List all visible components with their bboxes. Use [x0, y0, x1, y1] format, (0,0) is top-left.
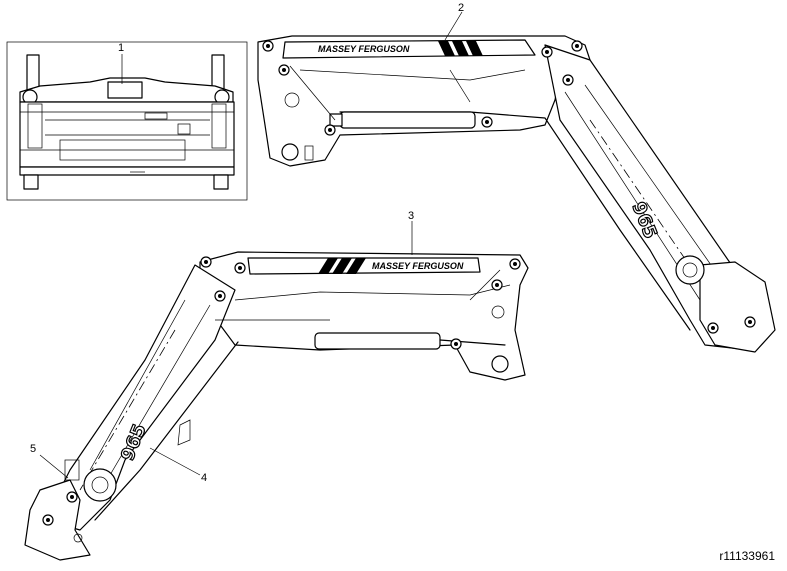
callout-number: 1: [118, 42, 124, 54]
brand-decal-lower: MASSEY FERGUSON: [372, 261, 464, 271]
loader-arm-left-view: [24, 251, 529, 561]
decal-position-5: [83, 468, 117, 502]
callout-5: 5: [30, 443, 69, 479]
callout-3: 3: [408, 210, 414, 255]
loader-arm-right-view: [257, 35, 776, 353]
callout-number: 3: [408, 210, 414, 222]
brand-decal-upper: MASSEY FERGUSON: [318, 44, 410, 54]
callout-number: 2: [458, 2, 464, 14]
front-view-frame: [6, 41, 248, 201]
callout-1: 1: [118, 42, 124, 84]
front-decal-plate: [107, 81, 143, 99]
callout-4: 4: [149, 447, 207, 484]
reference-code: r11133961: [719, 549, 775, 563]
callout-2: 2: [444, 2, 464, 41]
callout-number: 5: [30, 443, 36, 455]
callout-number: 4: [201, 472, 207, 484]
